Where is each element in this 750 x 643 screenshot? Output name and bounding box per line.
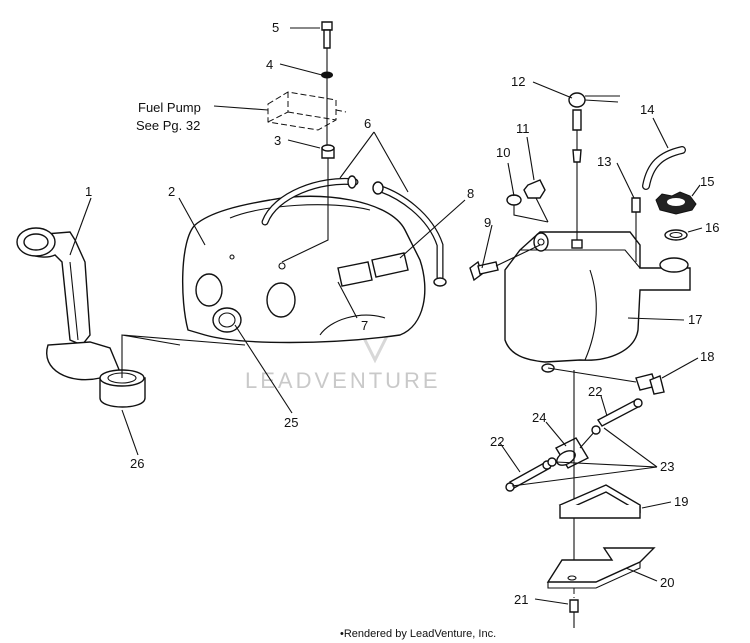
callout-5: 5	[272, 20, 279, 35]
callout-26: 26	[130, 456, 144, 471]
fuel-line-upper	[596, 398, 643, 427]
fuel-pump-note-line1: Fuel Pump	[138, 100, 201, 115]
vent-fitting	[631, 197, 641, 262]
callout-19: 19	[674, 494, 688, 509]
bracket-screw	[569, 588, 579, 628]
vent-hose	[642, 146, 686, 190]
hose-clamps	[547, 425, 601, 467]
reservoir-washer	[506, 194, 522, 206]
callout-15: 15	[700, 174, 714, 189]
callout-14: 14	[640, 102, 654, 117]
callout-21: 21	[514, 592, 528, 607]
retaining-strap	[558, 484, 641, 519]
callout-23: 23	[660, 459, 674, 474]
callout-25: 25	[284, 415, 298, 430]
fuel-pump-reference	[267, 91, 347, 131]
footer-credit: •Rendered by LeadVenture, Inc.	[340, 628, 496, 640]
cap-gasket	[664, 229, 688, 241]
fuel-tank	[182, 195, 426, 344]
callout-20: 20	[660, 575, 674, 590]
callout-1: 1	[85, 184, 92, 199]
callout-8: 8	[467, 186, 474, 201]
watermark-text: LEADVENTURE	[245, 368, 441, 393]
mounting-bracket	[546, 547, 656, 589]
bolt-washer-nut-stack	[281, 21, 335, 263]
fill-neck-tube	[16, 227, 121, 381]
callout-2: 2	[168, 184, 175, 199]
callout-24: 24	[532, 410, 546, 425]
reservoir-tank	[504, 231, 691, 373]
elbow-fitting	[547, 367, 665, 395]
callout-22-lower: 22	[490, 434, 504, 449]
callout-13: 13	[597, 154, 611, 169]
inline-fuel-filter	[555, 429, 597, 469]
tank-grommet	[212, 307, 242, 333]
callout-3: 3	[274, 133, 281, 148]
tank-foam-strips	[337, 252, 409, 287]
callout-4: 4	[266, 57, 273, 72]
callout-18: 18	[700, 349, 714, 364]
callout-16: 16	[705, 220, 719, 235]
callout-12: 12	[511, 74, 525, 89]
callout-10: 10	[496, 145, 510, 160]
reservoir-cap	[655, 191, 697, 215]
level-sender	[568, 92, 620, 249]
fuel-pump-note-line2: See Pg. 32	[136, 118, 200, 133]
fuel-line-lower	[505, 460, 552, 492]
callout-7: 7	[361, 318, 368, 333]
callout-17: 17	[688, 312, 702, 327]
reservoir-nut	[523, 179, 546, 199]
callout-9: 9	[484, 215, 491, 230]
callout-6: 6	[364, 116, 371, 131]
leader-lines	[69, 27, 703, 605]
reservoir-bolt	[469, 260, 499, 282]
callout-11: 11	[516, 121, 530, 136]
fuel-line-hoses	[261, 175, 447, 287]
callout-22-upper: 22	[588, 384, 602, 399]
